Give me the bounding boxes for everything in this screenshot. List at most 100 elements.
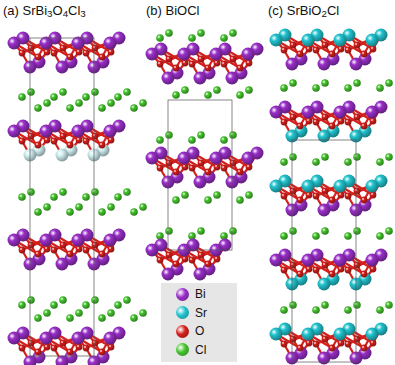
atom [221, 165, 228, 172]
atom [173, 261, 180, 268]
atom [318, 352, 331, 365]
legend-swatch [176, 325, 189, 338]
atom [156, 136, 164, 144]
atom [91, 188, 99, 196]
atom [44, 246, 51, 253]
atom [104, 332, 117, 345]
atom [156, 34, 164, 42]
atom [385, 153, 393, 161]
atom [214, 60, 221, 67]
atom [312, 232, 320, 240]
atom [280, 306, 288, 314]
atom [242, 152, 255, 165]
atom [204, 91, 212, 99]
atom [178, 152, 191, 165]
atom [376, 84, 384, 92]
atom [72, 332, 85, 345]
atom [76, 49, 83, 56]
atom [361, 51, 368, 58]
atom [246, 60, 253, 67]
legend-swatch [176, 288, 189, 301]
atom [313, 193, 320, 200]
atom [50, 193, 58, 201]
atom [376, 232, 384, 240]
atom [289, 301, 297, 309]
atom [91, 296, 99, 304]
atom [40, 125, 53, 138]
atom [213, 86, 221, 94]
atom [56, 61, 69, 74]
atom [366, 254, 379, 267]
atom [329, 123, 336, 130]
atom [318, 130, 331, 143]
atom [220, 34, 228, 42]
atom [139, 99, 147, 107]
atom [370, 340, 377, 347]
atom [214, 256, 221, 263]
atom [302, 180, 315, 193]
atom [281, 119, 288, 126]
atom [88, 356, 101, 365]
atom [302, 34, 315, 47]
atom [146, 152, 159, 165]
legend-swatch [176, 343, 189, 356]
atom [290, 336, 297, 343]
atom [322, 114, 329, 121]
atom [334, 328, 347, 341]
atom [306, 118, 313, 125]
atom [108, 246, 115, 253]
atom [182, 256, 189, 263]
atom [162, 268, 175, 281]
unit-cells [30, 38, 356, 362]
atom [189, 61, 196, 68]
atom [28, 340, 35, 347]
atom [197, 29, 205, 37]
atom [107, 309, 115, 317]
atom [43, 203, 51, 211]
atom [321, 79, 329, 87]
atom [313, 47, 320, 54]
atom [344, 84, 352, 92]
atom [27, 188, 35, 196]
atom [194, 268, 207, 281]
atom [281, 341, 288, 348]
atom [157, 61, 164, 68]
atom [353, 153, 361, 161]
atom [334, 180, 347, 193]
atom [76, 246, 83, 253]
atom [354, 188, 361, 195]
atom [334, 106, 347, 119]
atom [281, 193, 288, 200]
atom [114, 93, 122, 101]
atom [198, 56, 205, 63]
atom [40, 37, 53, 50]
atom [92, 242, 99, 249]
atom [130, 314, 138, 322]
atom [108, 137, 115, 144]
atom [297, 197, 304, 204]
atom [173, 169, 180, 176]
atom [344, 306, 352, 314]
atom [27, 296, 35, 304]
atom [246, 164, 253, 171]
atom [338, 192, 345, 199]
atom [98, 314, 106, 322]
atom [210, 152, 223, 165]
atom [107, 203, 115, 211]
atom [99, 251, 106, 258]
atom [280, 84, 288, 92]
legend-entry: Cl [176, 343, 206, 357]
atom [60, 45, 67, 52]
legend-entry: Bi [176, 287, 206, 301]
atom [361, 345, 368, 352]
atom [44, 137, 51, 144]
unit-cell [292, 140, 356, 362]
atom [35, 54, 42, 61]
atom [385, 301, 393, 309]
atom [146, 48, 159, 61]
atom [19, 50, 26, 57]
atom [166, 56, 173, 63]
atom [229, 227, 237, 235]
legend-text: O [195, 324, 204, 338]
atom [302, 106, 315, 119]
